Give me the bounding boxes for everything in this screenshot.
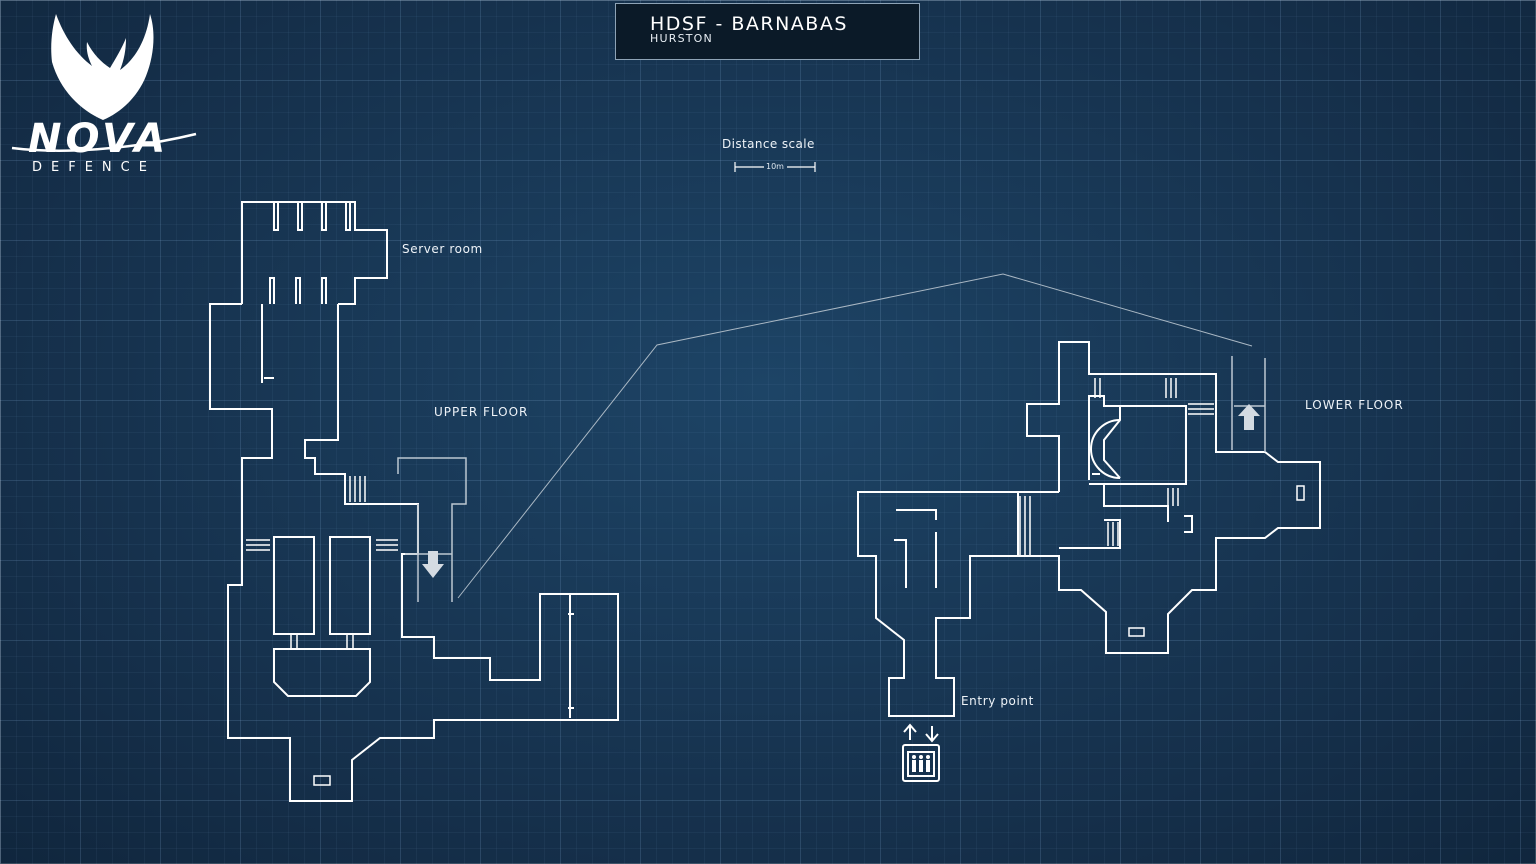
- scale-value: 10m: [766, 162, 784, 171]
- elevator-icon[interactable]: [902, 723, 940, 782]
- server-room-label: Server room: [402, 242, 483, 256]
- scale-title: Distance scale: [722, 137, 815, 151]
- entry-point-label: Entry point: [961, 694, 1034, 708]
- entry-corridor-walls: [857, 491, 1059, 717]
- phoenix-logo-icon: [51, 14, 154, 120]
- logo-name: NOVA: [28, 116, 170, 162]
- location-subtitle: HURSTON: [650, 32, 713, 45]
- down-arrow-icon: [422, 551, 444, 578]
- lower-floor-label: LOWER FLOOR: [1305, 398, 1404, 412]
- server-room-walls: [241, 201, 388, 305]
- floor-connection-lines: [457, 273, 1253, 599]
- logo-swoosh: [11, 132, 197, 152]
- logo-tagline: DEFENCE: [32, 160, 156, 175]
- lower-floor-walls: [1018, 341, 1321, 654]
- scale-bar: [734, 162, 816, 172]
- lower-stairs: [1019, 378, 1214, 556]
- upper-floor-plan: [209, 201, 619, 802]
- upper-floor-walls: [209, 303, 619, 802]
- lower-floor-plan: [857, 341, 1321, 717]
- up-arrow-icon: [1238, 404, 1260, 430]
- upper-floor-label: UPPER FLOOR: [434, 405, 529, 419]
- server-racks: [269, 202, 351, 304]
- upper-stairs: [246, 476, 398, 551]
- title-panel: HDSF - BARNABAS HURSTON: [615, 3, 920, 60]
- page-title: HDSF - BARNABAS: [650, 13, 848, 35]
